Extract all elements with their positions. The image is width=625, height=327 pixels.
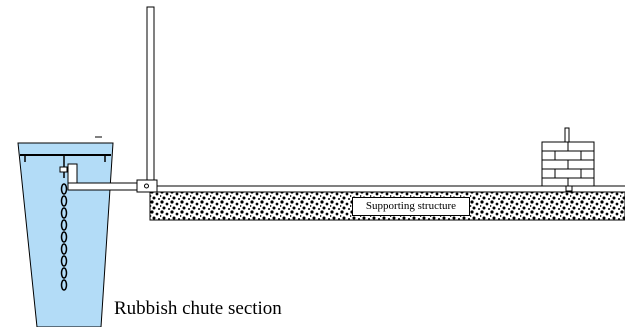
counterweight-bricks	[541, 127, 595, 187]
cantilever-arm	[67, 179, 573, 193]
rubbish-chute-label: Rubbish chute section	[114, 298, 282, 319]
supporting-structure-label: Supporting structure	[352, 197, 470, 216]
vertical-mast	[146, 6, 155, 181]
